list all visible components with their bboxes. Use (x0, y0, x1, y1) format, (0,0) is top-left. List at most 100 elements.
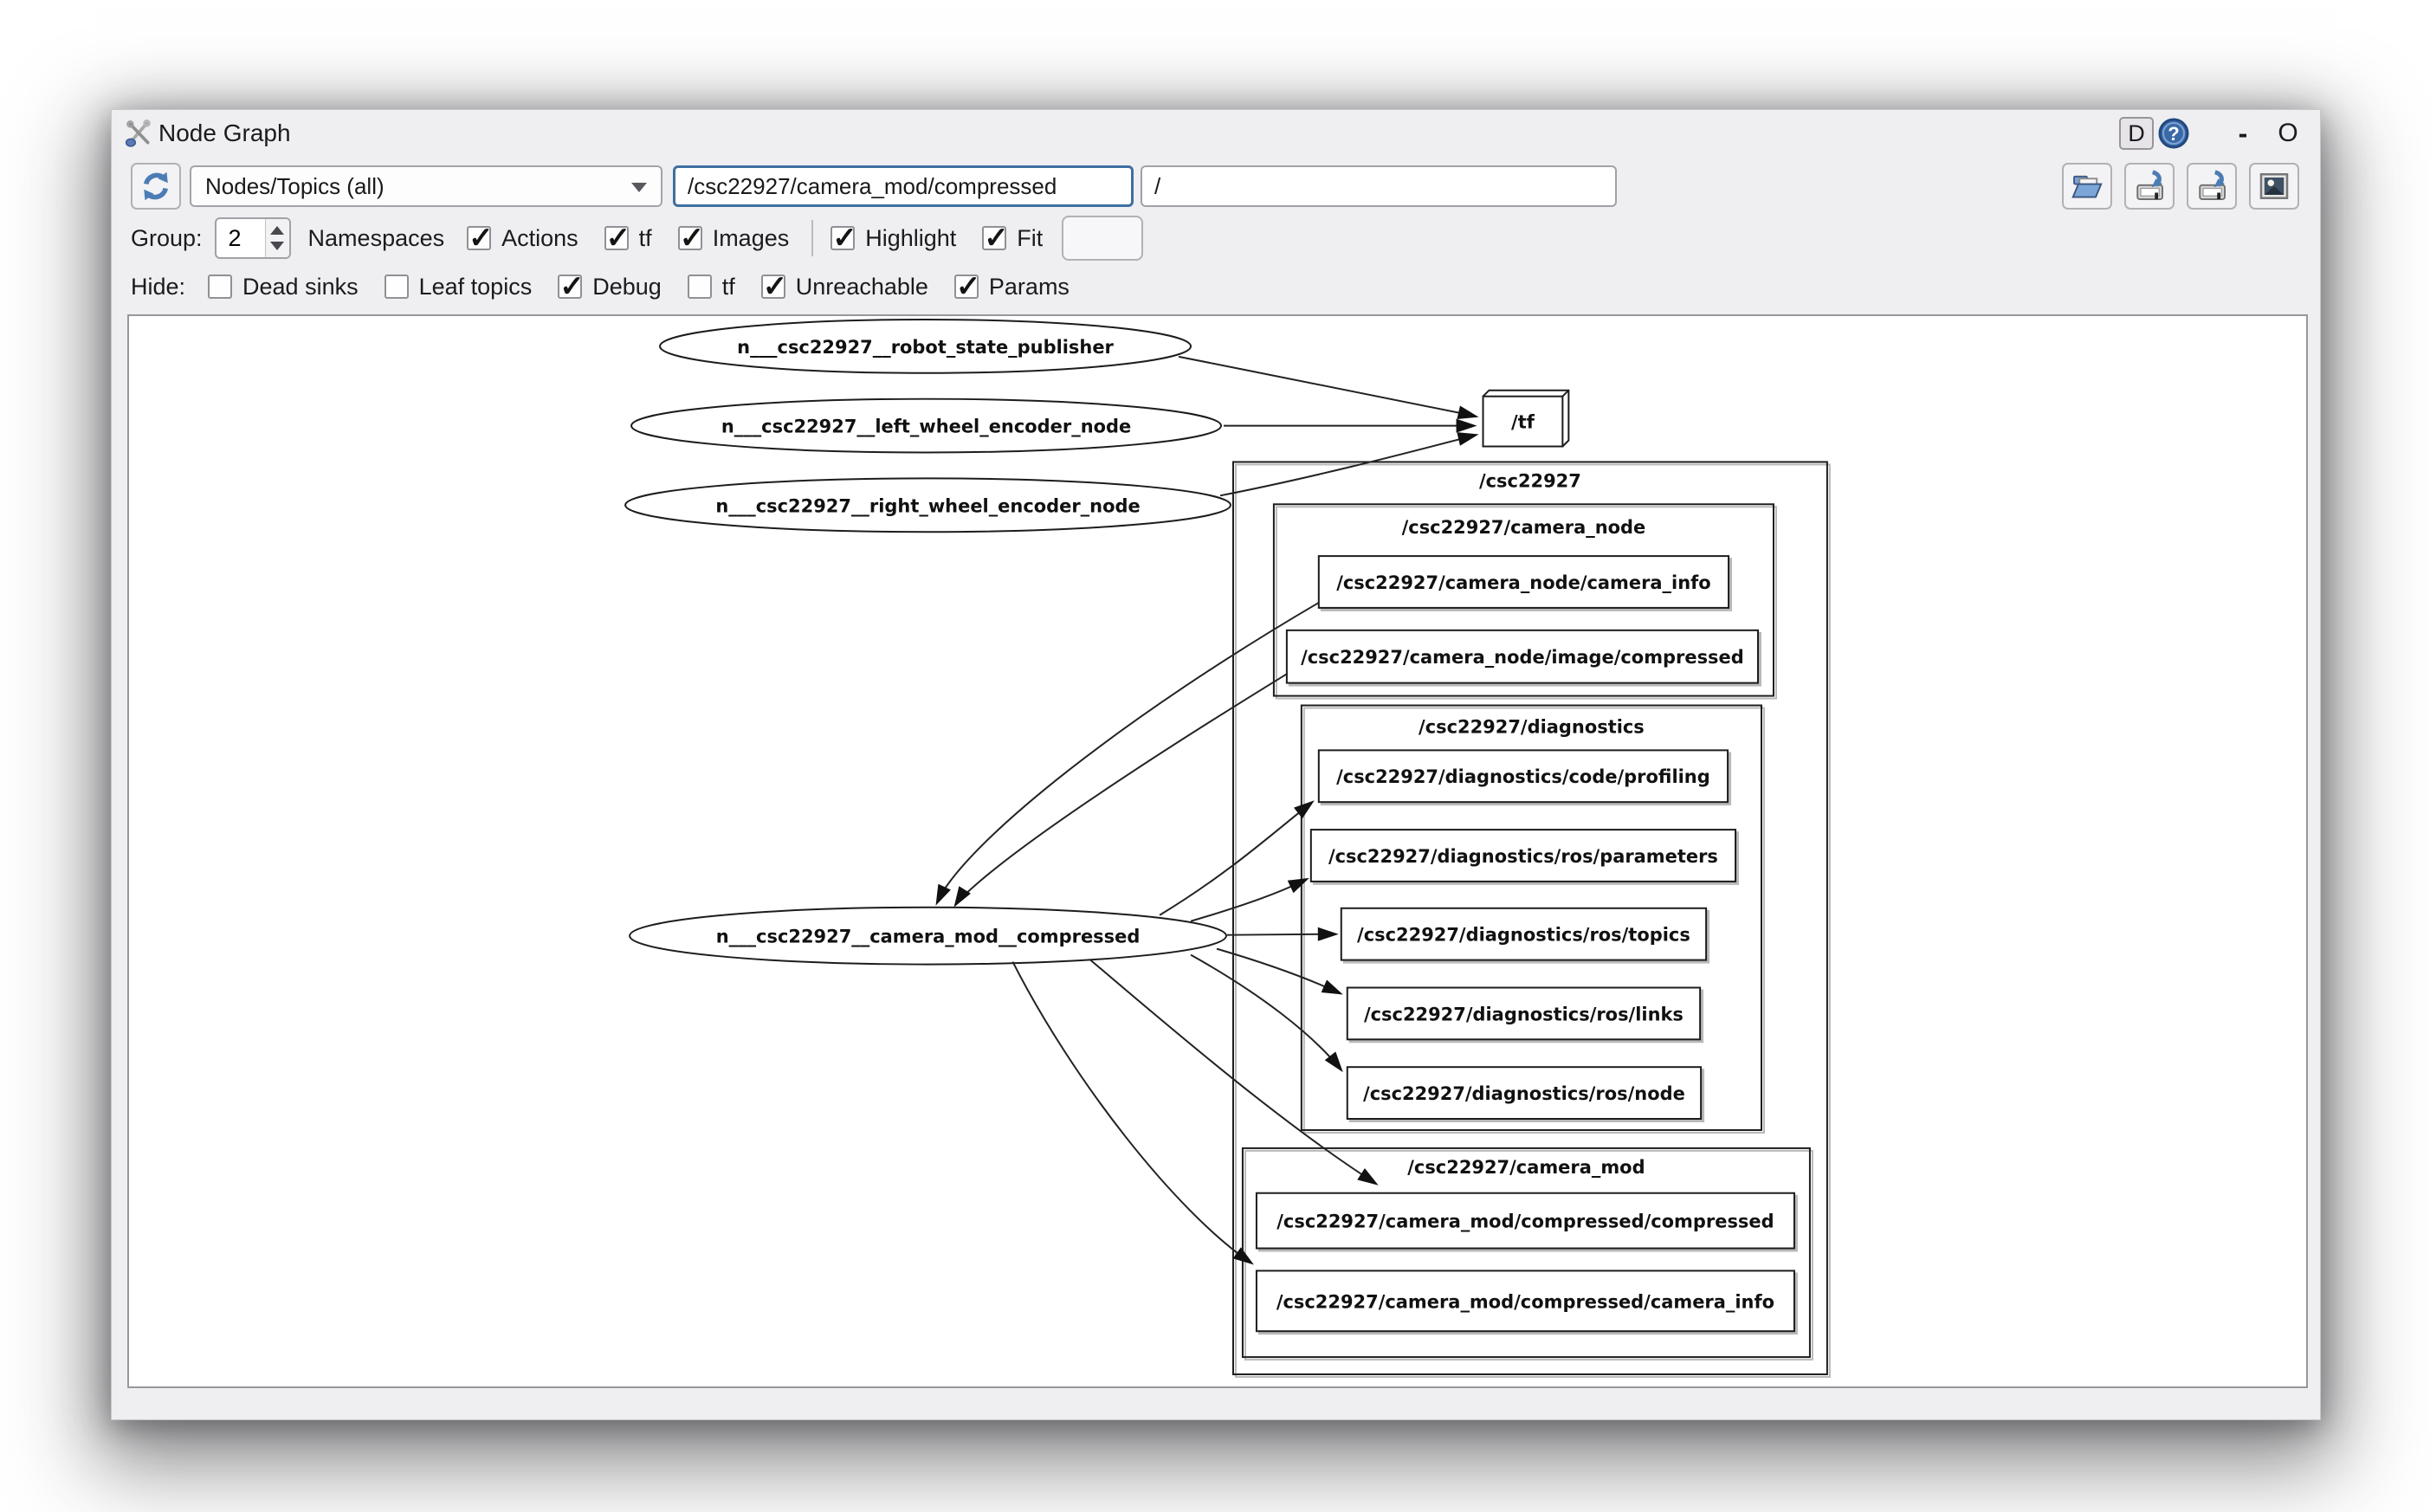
dock-button[interactable]: D (2119, 117, 2154, 150)
cluster-label: /csc22927/diagnostics (1419, 716, 1645, 737)
help-icon: ? (2158, 118, 2189, 149)
graph-edge (935, 602, 1320, 906)
graph-label: /tf (1511, 412, 1535, 433)
hide-toggles: Dead sinks Leaf topics ✓Debug tf ✓Unreachabl… (208, 270, 1070, 303)
graph-type-select[interactable]: Nodes/Topics (all) (190, 165, 662, 207)
checkbox-label: tf (721, 273, 735, 300)
spinner-arrows[interactable] (264, 219, 289, 257)
checkbox-unreachable[interactable]: ✓Unreachable (760, 270, 928, 303)
cluster-label: /csc22927 (1479, 470, 1581, 491)
checkbox-box-icon[interactable]: ✓ (604, 222, 631, 255)
graph-edge (1216, 947, 1343, 995)
checkbox-dead-sinks[interactable]: Dead sinks (208, 274, 359, 300)
help-button[interactable]: ? (2157, 117, 2190, 150)
refresh-icon (143, 171, 169, 201)
save-as-icon (2136, 170, 2163, 200)
options-toggles-left: ✓ Actions ✓ tf ✓ Images (467, 222, 790, 255)
titlebar: Node Graph D ? - O (112, 110, 2320, 157)
graph-label: /csc22927/diagnostics/ros/links (1364, 1004, 1684, 1024)
graph-label: /csc22927/camera_node/camera_info (1336, 572, 1710, 593)
minimize-button[interactable]: - (2238, 117, 2248, 149)
checkbox-label: tf (638, 224, 652, 251)
save-as-icon (2199, 170, 2226, 200)
topic-box (1340, 907, 1708, 961)
group-spinner-value[interactable] (216, 219, 265, 257)
namespace-filter-input[interactable] (1141, 165, 1617, 207)
toolbar-separator (811, 220, 814, 256)
graph-label: n___csc22927__camera_mod__compressed (716, 927, 1141, 947)
toolbar: Nodes/Topics (all) (112, 160, 2320, 212)
checkbox-box-icon[interactable]: ✓ (953, 270, 981, 303)
checkbox-tf[interactable]: ✓ tf (604, 222, 652, 255)
save-image-button[interactable] (2249, 163, 2299, 210)
options-toggles-right: ✓Highlight✓Fit (830, 222, 1044, 255)
graph-edge (953, 672, 1289, 908)
checkbox-images[interactable]: ✓ Images (677, 222, 790, 255)
save-dot-button[interactable] (2124, 163, 2175, 210)
node-ellipse (629, 906, 1227, 966)
save-svg-button[interactable] (2187, 163, 2237, 210)
graph-edge (1089, 959, 1379, 1186)
graph-label: /csc22927/diagnostics/ros/topics (1357, 925, 1690, 946)
topic-box (1255, 1192, 1795, 1250)
checkbox-box-icon[interactable]: ✓ (467, 222, 494, 255)
checkbox-actions[interactable]: ✓ Actions (467, 222, 578, 255)
graph-label: /csc22927/camera_node/image/compressed (1301, 647, 1744, 668)
checkbox-box-icon[interactable]: ✓ (830, 222, 857, 255)
graph-label: n___csc22927__right_wheel_encoder_node (715, 495, 1140, 516)
graph-edge (1159, 800, 1315, 916)
checkbox-leaf-topics[interactable]: Leaf topics (384, 274, 532, 300)
options-row: Group: Namespaces ✓Actions✓tf✓Images ✓Hi… (112, 216, 2320, 261)
topic-box (1317, 749, 1729, 804)
topic-box (1346, 986, 1702, 1041)
checkbox-label: Actions (501, 224, 578, 251)
node-graph-window: Node Graph D ? - O Nodes/Topics (all) (111, 109, 2321, 1420)
graph-edge (1190, 877, 1309, 922)
toolbar-right-icons (2062, 163, 2299, 210)
load-dot-button[interactable] (2062, 163, 2112, 210)
refresh-button[interactable] (131, 163, 181, 210)
blank-button[interactable] (1062, 216, 1144, 261)
topic-box (1309, 829, 1737, 882)
cluster-/csc22927/diagnostics (1300, 704, 1762, 1131)
group-spinner[interactable] (214, 217, 291, 259)
checkbox-box-icon[interactable] (208, 275, 233, 299)
tf-node (1482, 389, 1570, 448)
checkbox-box-icon[interactable]: ✓ (677, 222, 705, 255)
graph-edge (1190, 953, 1343, 1073)
checkbox-label: Fit (1017, 224, 1044, 251)
graph-label: /csc22927/camera_mod/compressed/compress… (1276, 1212, 1774, 1232)
topic-box (1317, 555, 1730, 609)
filter-topic-input[interactable] (673, 165, 1134, 207)
graph-edge (1223, 418, 1477, 433)
cluster-label: /csc22927/camera_mod (1407, 1157, 1645, 1178)
checkbox-label: Params (988, 273, 1070, 300)
checkbox-params[interactable]: ✓ Params (953, 270, 1070, 303)
graph-canvas[interactable]: /csc22927/csc22927/camera_node/csc22927/… (127, 314, 2308, 1388)
node-graph-svg: /csc22927/csc22927/camera_node/csc22927/… (624, 318, 1828, 1376)
checkbox-debug[interactable]: ✓Debug (558, 270, 662, 303)
hide-label: Hide: (131, 273, 186, 300)
spinner-down-icon[interactable] (270, 242, 285, 250)
checkbox-fit[interactable]: ✓ Fit (982, 222, 1044, 255)
graph-edge (1178, 355, 1479, 420)
restore-button[interactable]: O (2278, 119, 2298, 147)
checkbox-box-icon[interactable] (384, 275, 409, 299)
graph-label: /csc22927/diagnostics/code/profiling (1336, 766, 1710, 787)
spinner-up-icon[interactable] (270, 226, 285, 235)
node-ellipse (659, 318, 1192, 374)
topic-box (1346, 1066, 1703, 1120)
checkbox-highlight[interactable]: ✓Highlight (830, 222, 956, 255)
topic-box (1255, 1270, 1795, 1333)
node-ellipse (630, 397, 1222, 454)
namespaces-label: Namespaces (307, 224, 445, 251)
checkbox-tf[interactable]: tf (687, 273, 735, 300)
graph-label: /csc22927/camera_mod/compressed/camera_i… (1276, 1291, 1774, 1312)
checkbox-box-icon[interactable]: ✓ (982, 222, 1009, 255)
checkbox-box-icon[interactable] (687, 275, 712, 299)
cluster-/csc22927/camera_node (1272, 503, 1774, 697)
checkbox-label: Images (712, 224, 790, 251)
node-ellipse (624, 477, 1231, 533)
checkbox-box-icon[interactable]: ✓ (558, 270, 585, 303)
checkbox-box-icon[interactable]: ✓ (760, 270, 788, 303)
